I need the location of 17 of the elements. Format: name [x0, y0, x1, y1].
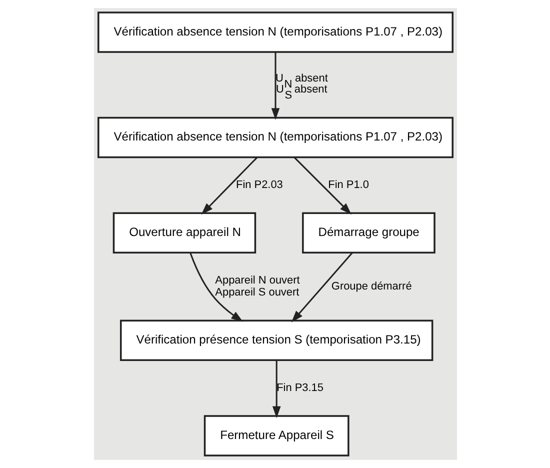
- node-box: Vérification absence tension N (temporisations P1.07 , P2.03): [97, 116, 453, 158]
- node-box: Ouverture appareil N: [112, 212, 256, 254]
- edge-label: Appareil N ouvert Appareil S ouvert: [214, 274, 300, 298]
- node-box: Démarrage groupe: [302, 212, 435, 254]
- edge-label: Fin P3.15: [276, 382, 323, 394]
- edge-label: Fin P2.03: [236, 178, 282, 191]
- arrow: [200, 156, 258, 215]
- arrow: [189, 252, 243, 322]
- arrow: [272, 360, 280, 418]
- node-box: Vérification absence tension N (temporisations P1.07 , P2.03): [97, 12, 453, 53]
- arrow: [270, 52, 280, 120]
- node-box: Vérification présence tension S (temporisation P3.15): [120, 320, 433, 361]
- node-box: Fermeture Appareil S: [203, 415, 349, 456]
- edge-label: Groupe démarré: [330, 280, 412, 292]
- arrow: [290, 252, 352, 322]
- arrow: [293, 156, 352, 215]
- edge-label: Fin P1.0: [328, 178, 368, 191]
